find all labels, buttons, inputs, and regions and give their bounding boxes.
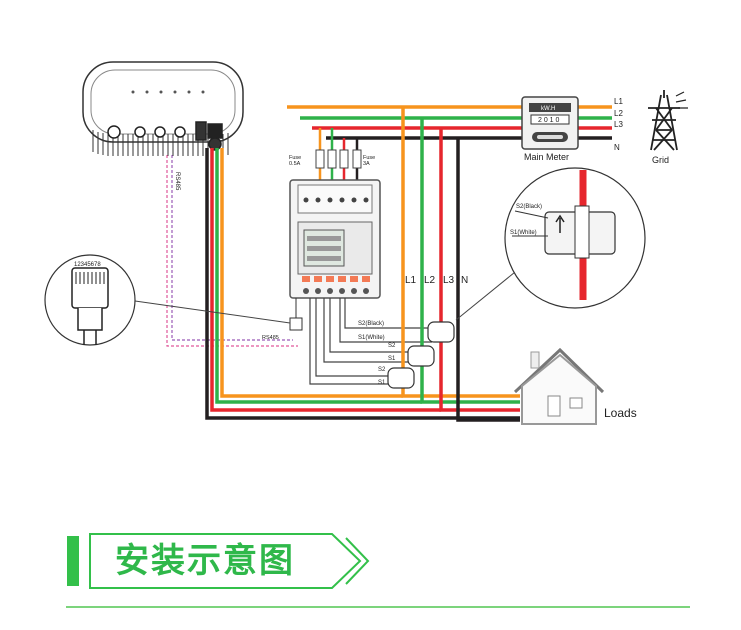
section-banner [62,530,372,592]
rs485-meter-label: RS485 [262,335,279,341]
grid-tower-icon [648,90,688,151]
ct-label-s1-white: S1(White) [358,335,385,341]
main-meter-label: Main Meter [524,152,569,162]
ct-label-s2-b: S2 [378,367,386,373]
ct-zoom-s2-black: S2(Black) [516,204,542,210]
section-divider [66,606,690,608]
drop-label-l1: L1 [405,275,417,286]
phase-label-n: N [614,143,620,152]
banner-title: 安装示意图 [115,541,295,581]
loads-label: Loads [604,406,637,420]
main-meter-unit: kW.H [541,106,555,112]
inverter [82,61,244,156]
drop-n-black [456,138,520,422]
rs485-meter-connector [289,298,303,331]
drop-l3-red [439,128,520,412]
house-icon [513,347,605,425]
fuses [315,149,362,169]
rj45-zoom-callout [44,254,291,346]
drop-label-l2: L2 [424,275,436,286]
phase-label-l3: L3 [614,120,623,129]
main-meter [521,96,579,150]
rs485-inverter-label: RS485 [174,172,180,191]
phase-label-l2: L2 [614,109,623,118]
ct-label-s2: S2 [388,343,396,349]
ct-label-s2-black: S2(Black) [358,321,384,327]
ct-zoom-callout [455,167,646,321]
drop-l2-green [420,118,520,404]
rs485-cable [166,155,298,347]
inverter-output-cables [205,148,520,420]
ct-clamps [387,321,455,389]
ct-label-s1-b: S1 [378,380,386,386]
banner-accent-bar [67,536,79,586]
grid-label: Grid [652,155,669,165]
drop-label-l3: L3 [443,275,455,286]
banner-frame [89,533,370,589]
drop-label-n: N [461,275,468,286]
ct-label-s1-a: S1 [388,356,396,362]
ct-zoom-s1-white: S1(White) [510,230,537,236]
energy-meter [289,179,381,299]
phase-label-l1: L1 [614,97,623,106]
rj45-pin-label: 12345678 [74,262,101,268]
main-meter-reading: 2 0 1 0 [538,117,560,124]
